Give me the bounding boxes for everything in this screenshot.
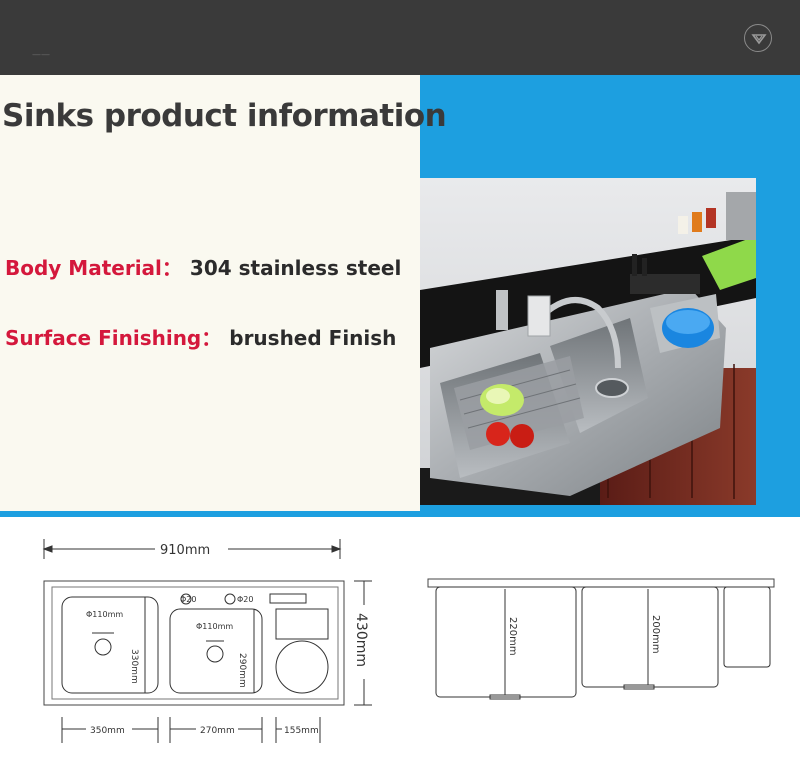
photo-tomato [486,422,510,446]
dim-left-width: 350mm [90,726,125,736]
spec-surface-finishing: Surface Finishing： brushed Finish [5,322,396,351]
top-bar-mark: —— [32,50,50,60]
dim-mid-width: 270mm [200,726,235,736]
dim-mid-drain: Φ110mm [196,622,233,631]
chevron-down-icon [751,34,767,45]
spec-label: Surface Finishing： [5,326,222,350]
dim-left-height: 220mm [507,617,518,656]
section-divider [0,511,800,517]
dim-left-depth: 330mm [129,649,139,684]
dim-hole-2: Φ20 [237,595,253,604]
dim-left-drain: Φ110mm [86,610,123,619]
spec-value: brushed Finish [229,326,397,350]
chevron-down-button[interactable] [744,24,772,52]
dim-hole-1: Φ20 [180,595,196,604]
top-bar: —— [0,0,800,75]
dim-right-width: 155mm [284,726,319,736]
photo-cutting-board [702,236,756,290]
spec-value: 304 stainless steel [189,256,402,280]
dim-mid-height: 200mm [650,615,661,654]
dim-overall-width: 910mm [160,543,210,558]
dim-overall-depth: 430mm [353,613,369,667]
dimension-drawing: 910mm Φ20 Φ20 Φ110mm Φ110mm 330mm 290mm … [42,539,775,743]
info-panel [0,75,420,511]
page-title: Sinks product information [2,98,447,134]
spec-label: Body Material： [5,256,182,280]
dim-mid-depth: 290mm [237,653,247,688]
sink-product-photo [420,178,756,505]
spec-body-material: Body Material： 304 stainless steel [5,252,401,281]
